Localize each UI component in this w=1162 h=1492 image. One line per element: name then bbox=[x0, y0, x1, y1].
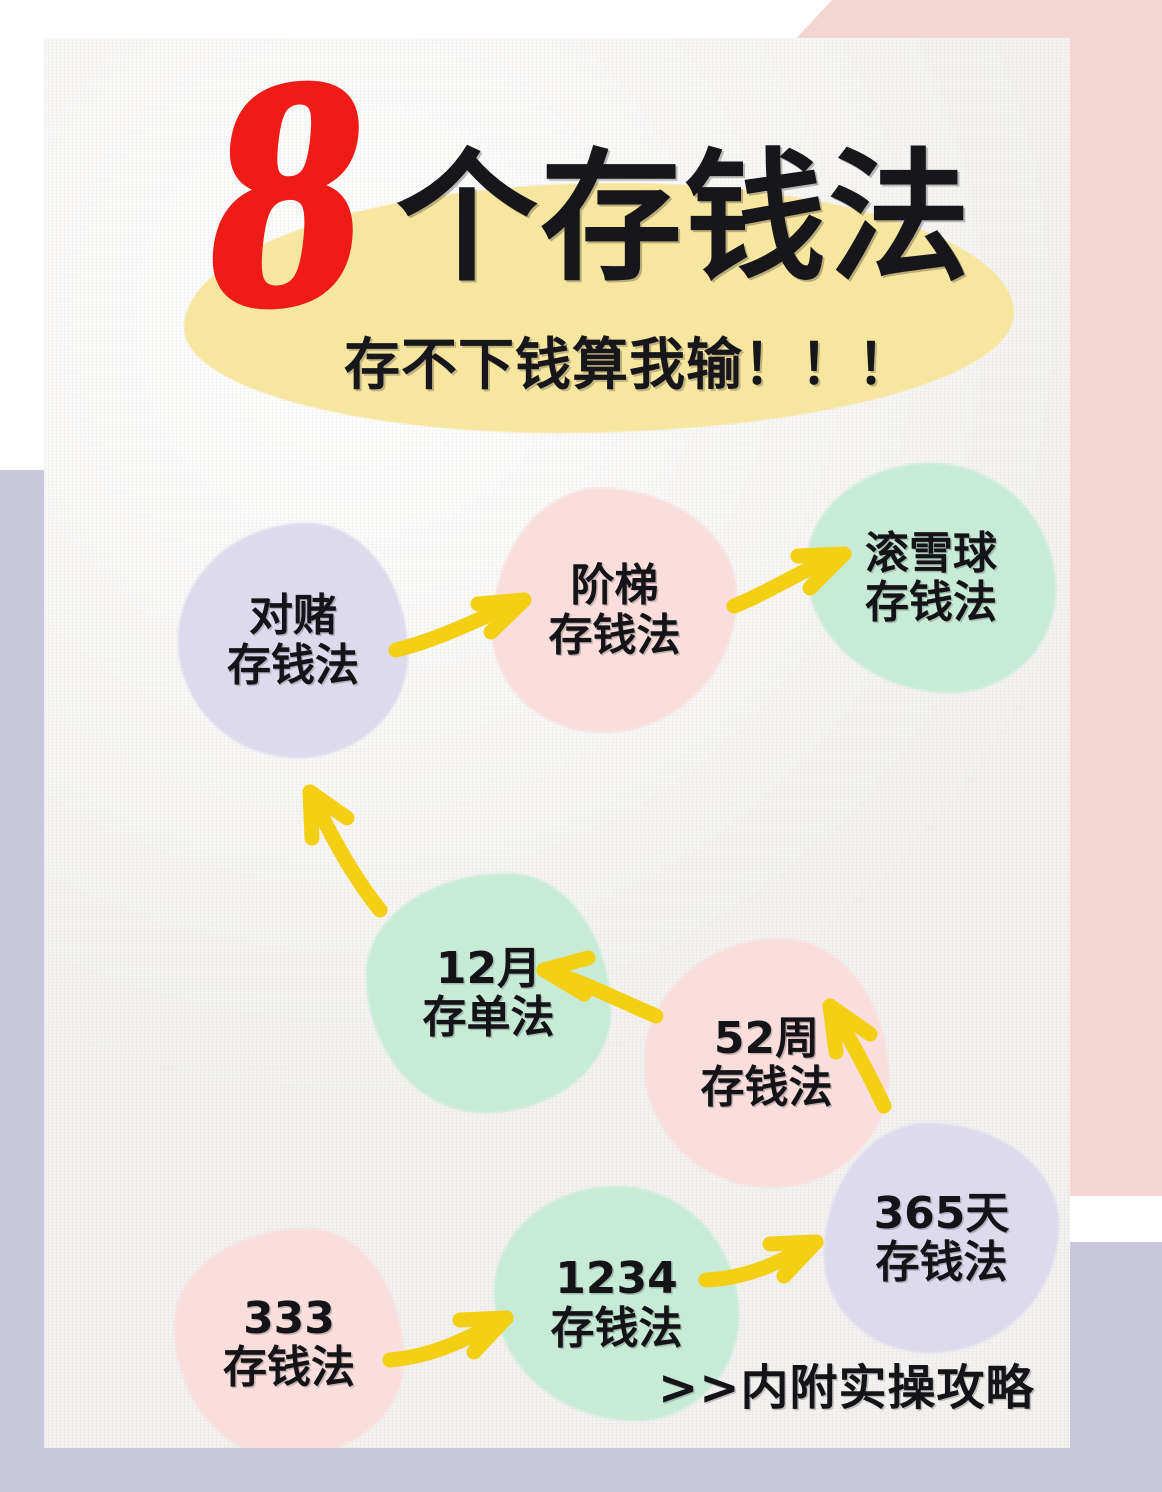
paper-card: 8 个存钱法 存不下钱算我输！！！ 对赌 存钱法 阶梯 存钱法 滚雪球 存钱法 … bbox=[44, 38, 1070, 1448]
arrow-333-to-1234 bbox=[382, 1310, 514, 1368]
decor-pink-right-band bbox=[1070, 0, 1162, 1196]
node-shieryue-line2: 存单法 bbox=[422, 992, 555, 1043]
node-duidu-line2: 存钱法 bbox=[227, 639, 359, 691]
node-1234-line1: 1234 bbox=[555, 1253, 678, 1305]
node-365tian-blob bbox=[824, 1123, 1059, 1353]
page-subtitle: 存不下钱算我输！！！ bbox=[344, 333, 914, 398]
poster-header: 8 个存钱法 存不下钱算我输！！！ bbox=[44, 38, 1070, 438]
node-duidu[interactable]: 对赌 存钱法 bbox=[178, 523, 408, 758]
node-365tian-line1: 365天 bbox=[873, 1187, 1010, 1239]
node-shieryue[interactable]: 12月 存单法 bbox=[366, 873, 611, 1113]
node-1234-line2: 存钱法 bbox=[550, 1302, 683, 1354]
node-1234[interactable]: 1234 存钱法 bbox=[494, 1186, 739, 1421]
title-number: 8 bbox=[200, 38, 377, 378]
node-365tian-line2: 存钱法 bbox=[875, 1237, 1008, 1288]
title-highlight-blob bbox=[184, 183, 1014, 433]
node-1234-blob bbox=[494, 1186, 739, 1421]
footnote-text: >>内附实操攻略 bbox=[658, 1360, 1035, 1416]
node-333-line1: 333 bbox=[243, 1292, 335, 1344]
node-wushierzhou-line1: 52周 bbox=[713, 1012, 820, 1064]
node-gunxueqiu-line2: 存钱法 bbox=[865, 577, 997, 628]
node-jieti-line1: 阶梯 bbox=[570, 560, 659, 612]
node-duidu-blob bbox=[178, 523, 408, 758]
node-shieryue-line1: 12月 bbox=[435, 942, 542, 994]
node-gunxueqiu[interactable]: 滚雪球 存钱法 bbox=[806, 463, 1056, 693]
decor-lavender-bottom-band bbox=[0, 1446, 1162, 1492]
node-gunxueqiu-line1: 滚雪球 bbox=[865, 527, 997, 579]
node-365tian[interactable]: 365天 存钱法 bbox=[824, 1123, 1059, 1353]
node-jieti-line2: 存钱法 bbox=[548, 609, 681, 661]
node-333[interactable]: 333 存钱法 bbox=[174, 1228, 404, 1448]
node-jieti-blob bbox=[492, 488, 737, 733]
page-title: 个存钱法 bbox=[396, 136, 972, 301]
node-jieti[interactable]: 阶梯 存钱法 bbox=[492, 488, 737, 733]
node-333-line2: 存钱法 bbox=[223, 1342, 355, 1393]
node-333-blob bbox=[174, 1228, 404, 1448]
decor-lavender-left-band bbox=[0, 470, 44, 1492]
node-wushierzhou-line2: 存钱法 bbox=[700, 1062, 833, 1113]
node-duidu-line1: 对赌 bbox=[249, 590, 337, 642]
